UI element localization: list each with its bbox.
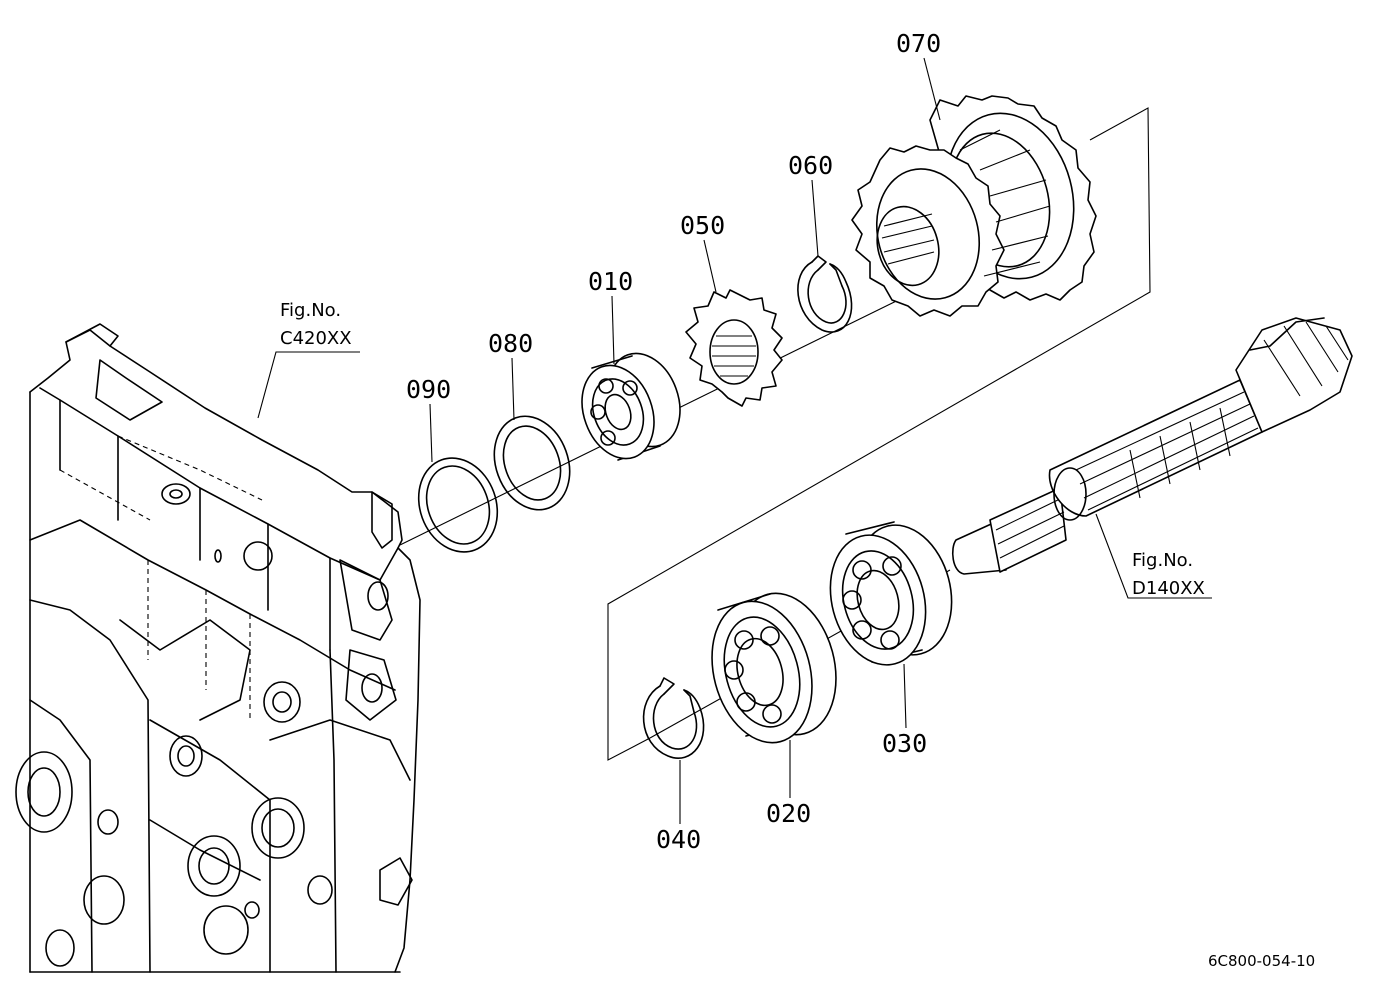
part-label-090: 090 (406, 375, 451, 404)
snap-ring-060 (797, 255, 853, 333)
part-label-030: 030 (882, 729, 927, 758)
ring-080 (493, 415, 571, 511)
part-label-020: 020 (766, 799, 811, 828)
part-label-070: 070 (896, 29, 941, 58)
figure-ref-c420xx: Fig.No. C420XX (257, 300, 360, 419)
part-label-010: 010 (588, 267, 633, 296)
figure-ref-d140xx: Fig.No. D140XX (1095, 513, 1212, 599)
transmission-housing (15, 323, 421, 973)
ball-bearing-030 (829, 521, 953, 666)
figure-ref-code: D140XX (1132, 578, 1205, 599)
part-label-050: 050 (680, 211, 725, 240)
ring-090 (417, 457, 499, 553)
part-label-040: 040 (656, 825, 701, 854)
part-label-080: 080 (488, 329, 533, 358)
part-callouts: 070 060 050 010 080 090 030 020 040 (406, 29, 941, 854)
figure-ref-code: C420XX (280, 328, 352, 349)
figure-ref-label: Fig.No. (280, 300, 341, 321)
drawing-code: 6C800-054-10 (1208, 952, 1315, 970)
bearing-020 (711, 592, 837, 744)
snap-ring-040 (642, 677, 705, 759)
spline-gear-050 (685, 289, 783, 407)
figure-ref-label: Fig.No. (1132, 550, 1193, 571)
ball-bearing-010 (581, 352, 681, 461)
gear-cluster-070 (851, 95, 1097, 317)
pinion-shaft (951, 317, 1353, 575)
part-label-060: 060 (788, 151, 833, 180)
assembly-frame (607, 107, 1151, 761)
